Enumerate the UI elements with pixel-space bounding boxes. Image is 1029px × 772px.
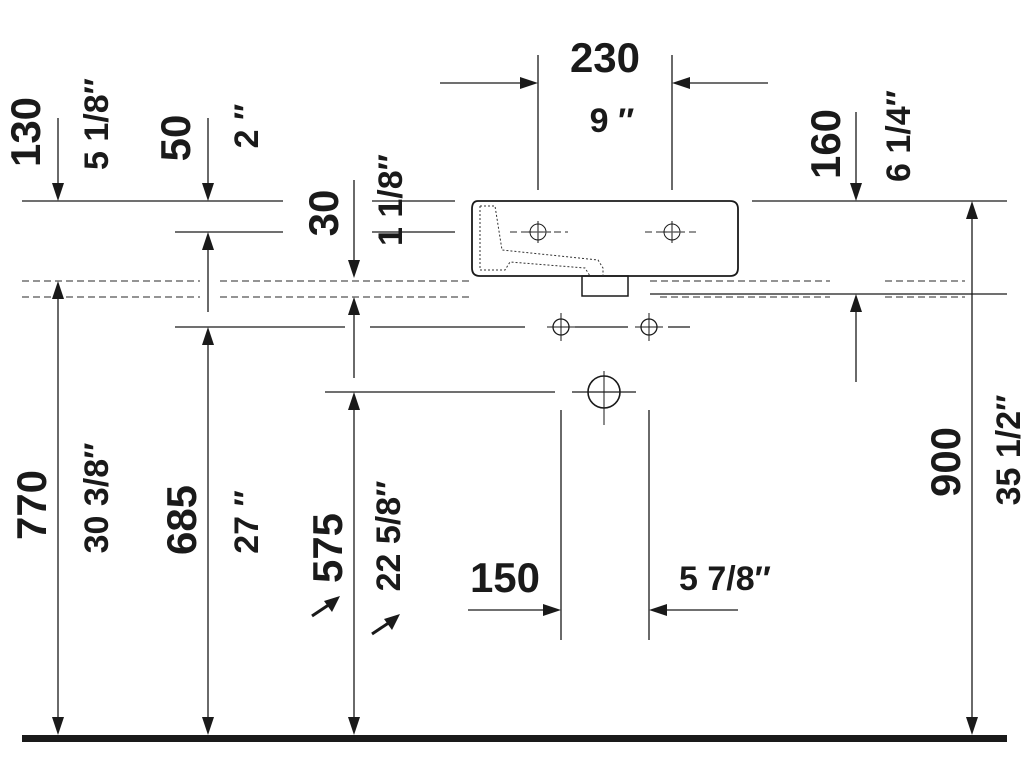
pointer-575-mm: [311, 602, 331, 618]
dim-160-mm: 160: [802, 109, 849, 179]
bowl-profile: [479, 205, 604, 277]
waste-outlet: [581, 275, 629, 297]
dim-575-in: 22 5/8″: [370, 481, 408, 592]
dim-685-in: 27 ″: [228, 490, 266, 554]
floor-line: [22, 735, 1007, 742]
dim-50-mm: 50: [152, 115, 199, 162]
dim-130-in: 5 1/8″: [78, 78, 116, 170]
dim-30-in: 1 1/8″: [372, 154, 410, 246]
dim-30-mm: 30: [300, 190, 347, 237]
dim-900-in: 35 1/2″: [990, 395, 1028, 506]
dim-130-mm: 130: [2, 97, 49, 167]
dim-50-in: 2 ″: [228, 104, 266, 149]
dim-900-mm: 900: [922, 427, 969, 497]
dim-770-in: 30 3/8″: [78, 443, 116, 554]
dim-150-mm: 150: [470, 554, 540, 601]
pointer-575-in: [371, 620, 391, 636]
supply-connection-holes: [547, 313, 663, 341]
basin-outline: [471, 200, 739, 297]
dim-575-mm: 575: [304, 513, 351, 583]
dim-770-mm: 770: [8, 470, 55, 540]
dim-230-in: 9 ″: [590, 102, 635, 140]
dim-160-in: 6 1/4″: [880, 90, 918, 182]
dim-230-mm: 230: [570, 34, 640, 81]
dim-150-in: 5 7/8″: [679, 560, 771, 598]
dim-685-mm: 685: [158, 485, 205, 555]
waste-connection-hole: [583, 371, 625, 425]
